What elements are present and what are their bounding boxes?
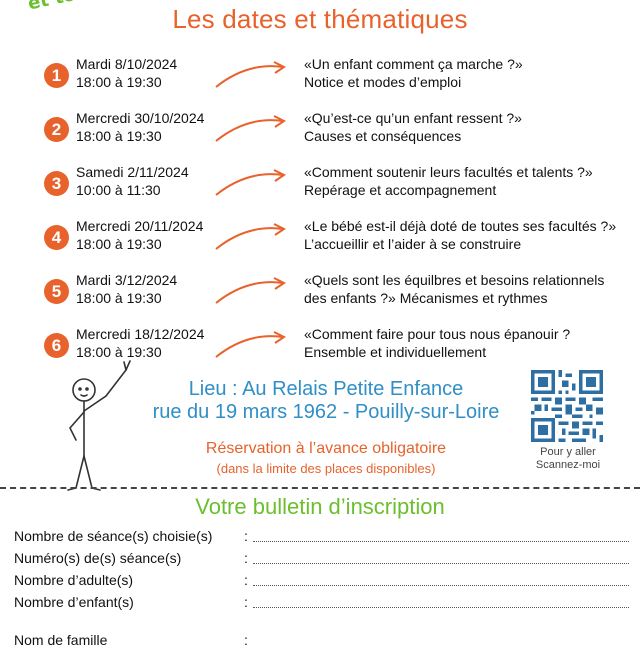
form-colon: : <box>244 594 248 610</box>
form-label: Nom de famille <box>14 632 108 648</box>
form-label: Nombre d’enfant(s) <box>14 594 134 610</box>
session-number-badge: 1 <box>44 63 69 88</box>
form-row: Nombre de séance(s) choisie(s) : <box>0 528 640 548</box>
session-number-badge: 2 <box>44 117 69 142</box>
session-theme: «Le bébé est-il déjà doté de toutes ses … <box>304 218 617 234</box>
reservation-note: (dans la limite des places disponibles) <box>216 461 436 476</box>
session-subtitle: des enfants ?» Mécanismes et rythmes <box>304 290 548 306</box>
session-number-badge: 6 <box>44 333 69 358</box>
form-label: Numéro(s) de(s) séance(s) <box>14 550 182 566</box>
arrow-icon <box>215 223 286 250</box>
dashed-cut-line <box>0 487 640 489</box>
session-theme: «Comment faire pour tous nous épanouir ? <box>304 326 571 342</box>
qr-caption-line: Pour y aller <box>540 446 596 458</box>
form-fill-line[interactable] <box>253 585 629 586</box>
session-time: 10:00 à 11:30 <box>76 182 161 198</box>
arrow-icon <box>215 169 286 196</box>
session-row: 2 Mercredi 30/10/2024 18:00 à 19:30 «Qu’… <box>0 110 640 158</box>
venue-block: Lieu : Au Relais Petite Enfance rue du 1… <box>126 378 526 424</box>
session-number-badge: 5 <box>44 279 69 304</box>
form-row: Nombre d’enfant(s) : <box>0 594 640 614</box>
form-label: Nombre d’adulte(s) <box>14 572 134 588</box>
session-subtitle: Causes et conséquences <box>304 128 462 144</box>
form-fill-line[interactable] <box>253 563 629 564</box>
session-date: Mercredi 30/10/2024 <box>76 110 205 126</box>
session-number-badge: 4 <box>44 225 69 250</box>
session-row: 4 Mercredi 20/11/2024 18:00 à 19:30 «Le … <box>0 218 640 266</box>
session-date: Mercredi 18/12/2024 <box>76 326 205 342</box>
session-date: Mardi 8/10/2024 <box>76 56 178 72</box>
qr-code[interactable] <box>531 370 603 442</box>
page-title: Les dates et thématiques <box>172 4 468 34</box>
venue-address: rue du 19 mars 1962 - Pouilly-sur-Loire <box>152 401 500 423</box>
session-row: 1 Mardi 8/10/2024 18:00 à 19:30 «Un enfa… <box>0 56 640 104</box>
arrow-icon <box>215 331 286 358</box>
venue-name: Lieu : Au Relais Petite Enfance <box>188 378 464 400</box>
form-colon: : <box>244 550 248 566</box>
session-number-badge: 3 <box>44 171 69 196</box>
session-theme: «Qu’est-ce qu’un enfant ressent ?» <box>304 110 522 126</box>
session-theme: «Quels sont les équilbres et besoins rel… <box>304 272 605 288</box>
form-colon: : <box>244 632 248 648</box>
session-time: 18:00 à 19:30 <box>76 236 162 252</box>
form-row: Numéro(s) de(s) séance(s) : <box>0 550 640 570</box>
session-subtitle: L’accueillir et l’aider à se construire <box>304 236 522 252</box>
session-row: 6 Mercredi 18/12/2024 18:00 à 19:30 «Com… <box>0 326 640 374</box>
session-time: 18:00 à 19:30 <box>76 74 162 90</box>
arrow-icon <box>215 277 286 304</box>
form-row: Nom de famille : <box>0 632 640 652</box>
session-time: 18:00 à 19:30 <box>76 128 162 144</box>
form-fill-line[interactable] <box>253 541 629 542</box>
session-row: 5 Mardi 3/12/2024 18:00 à 19:30 «Quels s… <box>0 272 640 320</box>
form-colon: : <box>244 572 248 588</box>
arrow-icon <box>215 61 286 88</box>
arrow-icon <box>215 115 286 142</box>
session-time: 18:00 à 19:30 <box>76 290 162 306</box>
session-date: Samedi 2/11/2024 <box>76 164 189 180</box>
session-theme: «Comment soutenir leurs facultés et tale… <box>304 164 593 180</box>
stick-figure-illustration <box>67 360 131 491</box>
session-row: 3 Samedi 2/11/2024 10:00 à 11:30 «Commen… <box>0 164 640 212</box>
form-title: Votre bulletin d’inscription <box>195 494 445 519</box>
session-date: Mercredi 20/11/2024 <box>76 218 204 234</box>
form-colon: : <box>244 528 248 544</box>
qr-caption-line: Scannez-moi <box>535 459 601 471</box>
session-time: 18:00 à 19:30 <box>76 344 162 360</box>
session-subtitle: Repérage et accompagnement <box>304 182 497 198</box>
qr-caption: Pour y aller Scannez-moi <box>516 446 620 472</box>
reservation-notice: Réservation à l’avance obligatoire <box>205 440 447 457</box>
session-subtitle: Notice et modes d’emploi <box>304 74 462 90</box>
session-theme: «Un enfant comment ça marche ?» <box>304 56 523 72</box>
form-row: Nombre d’adulte(s) : <box>0 572 640 592</box>
session-subtitle: Ensemble et individuellement <box>304 344 487 360</box>
form-label: Nombre de séance(s) choisie(s) <box>14 528 213 544</box>
session-date: Mardi 3/12/2024 <box>76 272 178 288</box>
form-fill-line[interactable] <box>253 607 629 608</box>
